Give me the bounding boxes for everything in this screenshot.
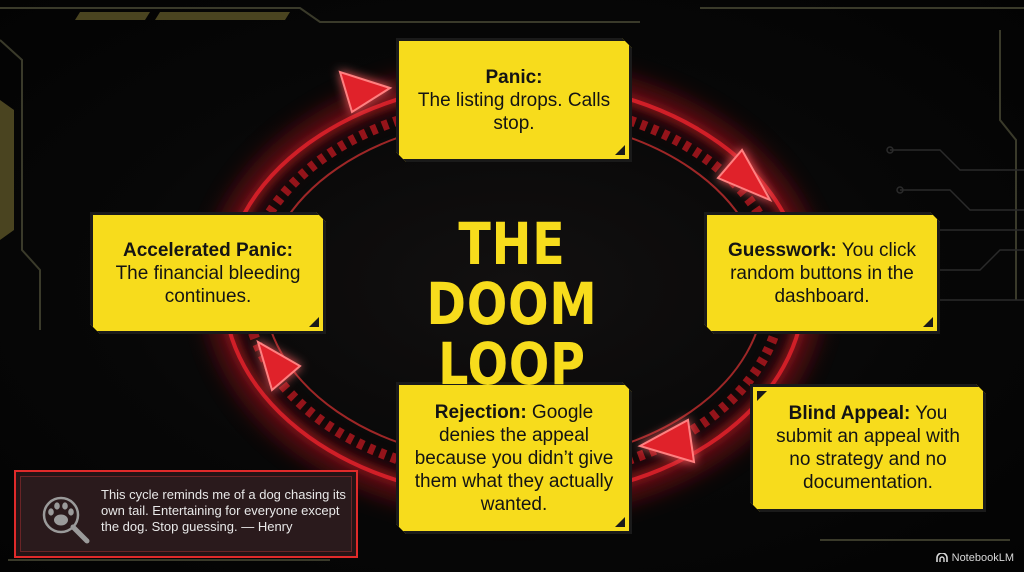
step-label: Accelerated Panic:: [122, 239, 294, 261]
step-label: Panic:: [485, 66, 543, 88]
step-text: The listing drops. Calls stop.: [417, 89, 611, 134]
step-label: Rejection:: [434, 401, 527, 423]
loop-arrows: [256, 70, 773, 464]
arrow-to-panic: [338, 70, 393, 114]
card-corner: [615, 145, 625, 155]
card-corner: [757, 391, 767, 401]
card-corner: [615, 517, 625, 527]
brand-name: NotebookLM: [951, 552, 1014, 564]
circuit-frame: [0, 7, 1024, 561]
arrow-to-rejection: [637, 418, 696, 464]
step-label: Blind Appeal:: [788, 403, 911, 424]
arrow-to-guesswork: [716, 148, 773, 203]
step-card-blind-appeal: Blind Appeal: You submit an appeal with …: [750, 384, 986, 512]
title-line-1: THE DOOM: [426, 210, 598, 338]
quote-inner: This cycle reminds me of a dog chasing i…: [20, 476, 352, 552]
step-text: The financial bleeding continues.: [115, 262, 301, 307]
paw-magnifier-icon: [42, 496, 90, 544]
card-corner: [309, 317, 319, 327]
title-line-2: LOOP: [438, 330, 586, 398]
step-text: You click random buttons in the dashboar…: [730, 239, 916, 307]
card-corner: [923, 317, 933, 327]
step-label: Guesswork:: [728, 239, 837, 261]
brand-watermark: NotebookLM: [935, 552, 1014, 564]
step-card-rejection: Rejection: Google denies the appeal beca…: [396, 382, 632, 534]
diagram-title: THE DOOM LOOP: [387, 214, 636, 394]
frame-accent-yellow: [0, 12, 290, 240]
step-card-panic: Panic: The listing drops. Calls stop.: [396, 38, 632, 162]
notebooklm-logo-icon: [935, 553, 948, 562]
step-text: Google denies the appeal because you did…: [414, 401, 614, 515]
arrow-to-accelerated: [256, 339, 302, 392]
quote-text: This cycle reminds me of a dog chasing i…: [101, 487, 346, 534]
step-card-accelerated-panic: Accelerated Panic: The financial bleedin…: [90, 212, 326, 334]
step-card-guesswork: Guesswork: You click random buttons in t…: [704, 212, 940, 334]
quote-callout: This cycle reminds me of a dog chasing i…: [14, 470, 358, 558]
step-text: You submit an appeal with no strategy an…: [776, 403, 960, 493]
